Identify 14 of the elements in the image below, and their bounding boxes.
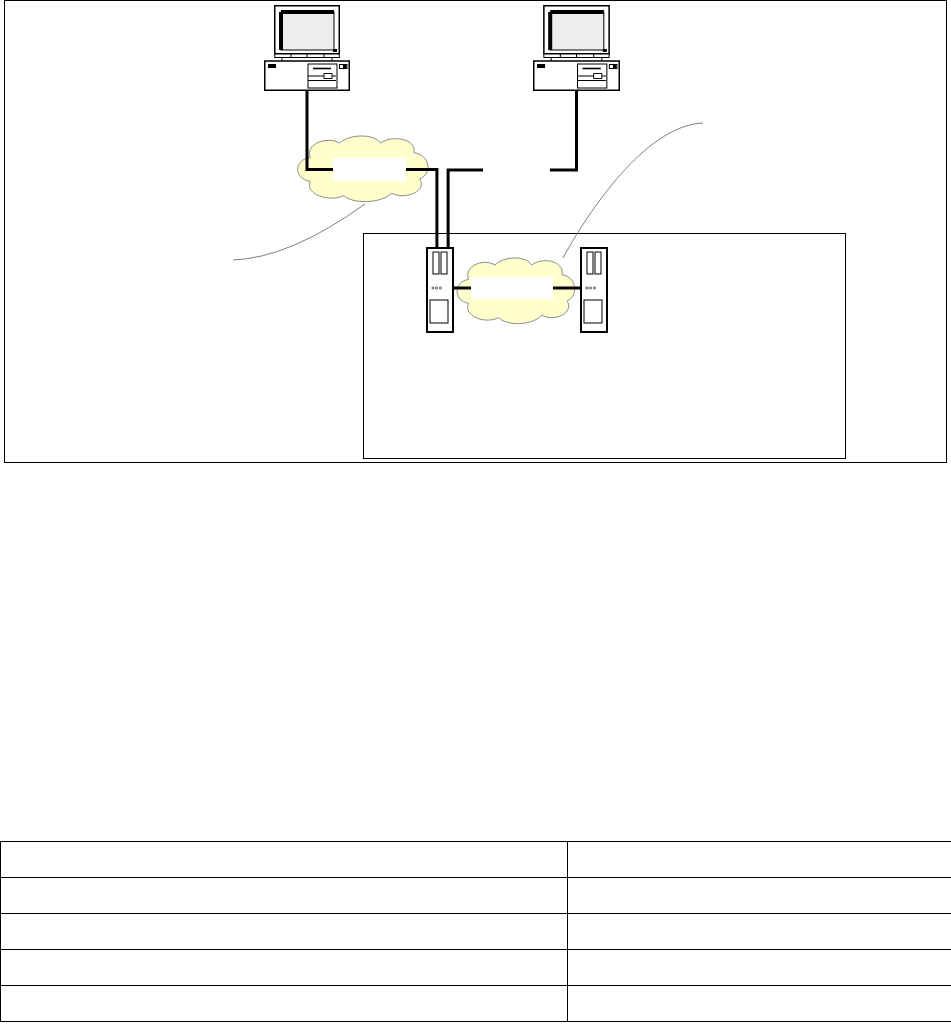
desktop-computer-icon xyxy=(264,5,350,91)
leader-line xyxy=(232,203,366,261)
cable-line xyxy=(550,91,578,172)
leader-line xyxy=(562,122,704,259)
group-frame xyxy=(363,233,846,459)
cable-line xyxy=(305,91,333,171)
cable-line xyxy=(446,168,483,247)
desktop-computer-icon xyxy=(533,5,620,91)
cable-line xyxy=(406,168,439,247)
server-tower-icon xyxy=(580,247,608,333)
server-tower-icon xyxy=(426,247,454,333)
blank-label-plate xyxy=(333,158,406,181)
blank-label-plate xyxy=(471,277,553,299)
cable-line xyxy=(454,286,471,290)
